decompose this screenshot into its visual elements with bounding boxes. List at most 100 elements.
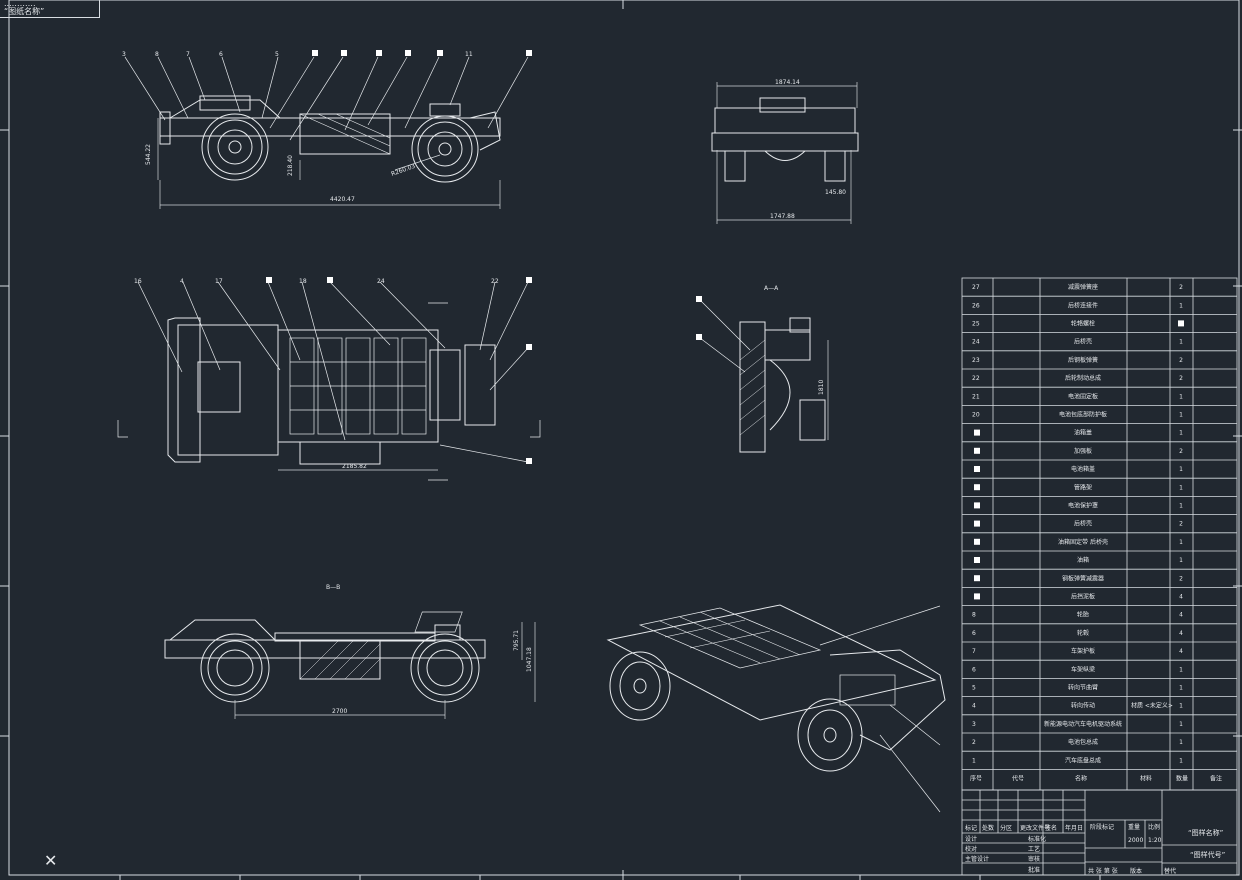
bom-cell-qty: 1 (1179, 757, 1183, 764)
tb-scale: 1:20 (1148, 837, 1162, 844)
top-balloon: 16 (134, 278, 142, 285)
bom-cell-qty: 2 (1179, 284, 1183, 291)
bom-header-qty: 数量 (1176, 775, 1188, 783)
top-front-cab (167, 317, 201, 463)
bom-header-code: 代号 (1012, 775, 1024, 783)
side-dimension-labels: 4420.47 544.22 218.40 R260.03 (145, 144, 417, 203)
bom-cell-qty: 2 (1179, 357, 1183, 364)
bom-cell-qty: 4 (1179, 630, 1183, 637)
bom-cell-index: 23 (972, 357, 980, 364)
bom-cell-name: 轮胎 (1077, 611, 1089, 619)
tb-label: 审核 (1028, 855, 1040, 863)
bom-cell-index: 2 (972, 739, 976, 746)
bom-cell-index: 22 (972, 375, 980, 382)
bom-cell-qty: 4 (1179, 612, 1183, 619)
bom-cell-index: 24 (972, 339, 980, 346)
section-hatch (739, 339, 766, 436)
tb-label: 版本 (1130, 867, 1142, 875)
tb-label: 签名 (1045, 824, 1057, 832)
isometric-view (414, 604, 946, 813)
tb-label: 工艺 (1028, 845, 1040, 853)
section-left-rail (739, 321, 766, 453)
tb-label: 校对 (965, 845, 977, 853)
side-motor (199, 95, 251, 111)
top-front-bay (177, 324, 279, 456)
bom-cell-name: 油箱盖 (1074, 429, 1092, 437)
bom-cell-name: 汽车底盘总成 (1065, 756, 1101, 764)
bom-cell-qty: 1 (1179, 393, 1183, 400)
iso-battery-grid (659, 611, 801, 664)
bom-table (961, 277, 1238, 791)
bom-cell-name: 转向传动 (1071, 702, 1095, 710)
bom-cell-index: 1 (972, 757, 976, 764)
side-balloon: 11 (465, 51, 473, 58)
tb-label: 比例 (1148, 823, 1160, 831)
side-front-body (169, 99, 281, 119)
side-leaders (124, 56, 529, 141)
bom-cell-qty: 2 (1179, 521, 1183, 528)
bom-cell-index: 26 (972, 302, 980, 309)
bom-cell-qty: 1 (1179, 412, 1183, 419)
bom-cell-name: 管路架 (1074, 483, 1092, 491)
bom-index-marker (974, 575, 980, 582)
title-block (961, 789, 1238, 876)
side-battery (299, 113, 391, 155)
bom-cell-index: 4 (972, 703, 976, 710)
bom-index-marker (974, 520, 980, 527)
front-left-tire (724, 150, 746, 182)
bom-cell-index: 20 (972, 412, 980, 419)
bom-cell-qty: 1 (1179, 466, 1183, 473)
bom-header-note: 备注 (1210, 775, 1222, 783)
bom-cell-name: 轮毂 (1077, 629, 1089, 637)
bottom-side-view (164, 619, 536, 719)
front-dimension-labels: 1874.14 1747.88 145.80 (770, 79, 846, 220)
side-balloon: 3 (122, 51, 126, 58)
bom-cell-name: 后桥壳 (1074, 338, 1092, 346)
top-dim-width: 2185.82 (342, 463, 367, 470)
side-balloon: 5 (275, 51, 279, 58)
bom-cell-index: 5 (972, 685, 976, 692)
top-balloon: 4 (180, 278, 184, 285)
side-dim-length: 4420.47 (330, 196, 355, 203)
bom-cell-index: 7 (972, 648, 976, 655)
bom-cell-qty: 4 (1179, 594, 1183, 601)
bom-index-marker (974, 593, 980, 600)
bom-cell-index: 25 (972, 321, 980, 328)
bom-cell-qty: 1 (1179, 739, 1183, 746)
bom-cell-qty: 1 (1179, 685, 1183, 692)
drawing-border (8, 0, 1240, 876)
bs-dim-h1: 1047.18 (526, 647, 533, 672)
top-balloon: 17 (215, 278, 223, 285)
bs-rear-box (434, 624, 461, 641)
side-balloon: 8 (155, 51, 159, 58)
section-aa-label: A—A (764, 285, 779, 292)
front-dim-top: 1874.14 (775, 79, 800, 86)
front-right-tire (824, 150, 846, 182)
bom-header-name: 名称 (1075, 775, 1087, 783)
side-balloons: 3 8 7 6 5 11 (122, 51, 473, 58)
bom-cell-name: 后轮制动总成 (1065, 374, 1101, 382)
bom-cell-name: 车架护板 (1071, 647, 1095, 655)
side-dim-wheel: R260.03 (390, 163, 416, 178)
iso-controller (414, 611, 463, 633)
iso-leaders (819, 605, 941, 813)
tb-label: 阶段标记 (1090, 823, 1114, 831)
bom-cell-name: 钢板弹簧减震器 (1062, 574, 1104, 582)
tb-drawing-code: “图样代号” (1190, 850, 1225, 859)
top-view (117, 281, 541, 481)
bottom-side-label: B—B (326, 584, 340, 591)
close-icon: ✕ (44, 851, 58, 870)
side-frame-rail (159, 117, 501, 137)
bom-cell-name: 油箱 (1077, 556, 1089, 564)
bom-cell-qty: 2 (1179, 375, 1183, 382)
bom-cell-qty: 1 (1179, 539, 1183, 546)
top-fuel-tank (299, 441, 381, 465)
bom-cell-qty: 2 (1179, 448, 1183, 455)
bom-index-marker (974, 502, 980, 509)
bs-front-body (169, 619, 276, 641)
tb-label: 批准 (1028, 866, 1040, 874)
tb-label: 主管设计 (965, 855, 989, 863)
tb-label: 处数 (982, 824, 994, 832)
